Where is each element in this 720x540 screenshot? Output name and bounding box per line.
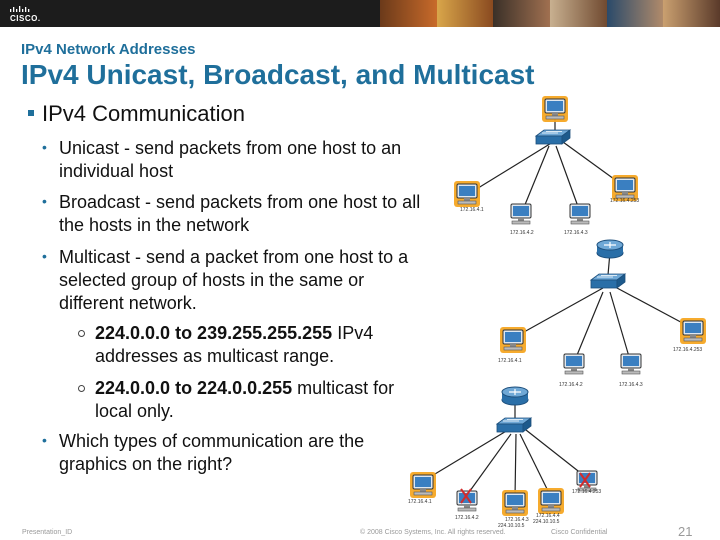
host-highlighted-icon (542, 96, 568, 122)
sub-bullet-bold: 224.0.0.0 to 224.0.0.255 (95, 378, 293, 398)
banner-photo (663, 0, 720, 27)
router-icon (501, 386, 529, 406)
footer-copyright: © 2008 Cisco Systems, Inc. All rights re… (360, 529, 506, 536)
host-pc-icon (569, 203, 591, 225)
host-pc-icon (510, 203, 532, 225)
bullet-line: Unicast - send packets from one host to … (59, 138, 402, 158)
bullet-line: the hosts in the network (59, 215, 250, 235)
page-number: 21 (678, 524, 693, 539)
network-link (424, 400, 588, 499)
logo-text: CISCO. (10, 14, 41, 23)
dot-bullet-icon: • (42, 193, 47, 209)
sub-bullet-bold: 224.0.0.0 to 239.255.255.255 (95, 323, 333, 343)
bullet-line: Which types of communication are the (59, 431, 365, 451)
dot-bullet-icon: • (42, 432, 47, 448)
footer-presentation-id: Presentation_ID (22, 529, 73, 536)
level1-heading: IPv4 Communication (42, 101, 245, 126)
multicast-diagram: 172.16.4.1 172.16.4.2 172.16.4.3 224.10.… (408, 386, 601, 529)
sub-bullet-rest: IPv4 (332, 323, 374, 343)
slide-title: IPv4 Unicast, Broadcast, and Multicast (21, 59, 535, 90)
bullet-line: Broadcast - send packets from one host t… (59, 192, 421, 212)
host-highlighted-icon (500, 327, 526, 353)
ip-label: 172.16.4.3 (619, 382, 643, 388)
ip-label: 172.16.4.253 (610, 198, 639, 204)
banner-photo (493, 0, 551, 27)
ip-label: 224.10.10.5 (533, 519, 560, 525)
network-link (514, 251, 691, 361)
bullet-line: different network. (59, 293, 197, 313)
host-highlighted-icon (454, 181, 480, 207)
host-highlighted-icon (502, 490, 528, 516)
host-highlighted-icon (538, 488, 564, 514)
host-pc-icon (620, 353, 642, 375)
sub-bullet-line: 224.0.0.0 to 239.255.255.255 IPv4 (95, 322, 373, 345)
sub-bullet-line: 224.0.0.0 to 224.0.0.255 multicast for (95, 377, 394, 400)
broadcast-diagram: 172.16.4.1 172.16.4.2 172.16.4.3 172.16.… (498, 239, 706, 388)
ip-label: 224.10.10.5 (498, 523, 525, 529)
sub-bullet-rest: multicast for (292, 378, 395, 398)
switch-icon (535, 129, 571, 145)
bullet-line: selected group of hosts in the same or (59, 270, 365, 290)
bullet-line: Multicast - send a packet from one host … (59, 247, 409, 267)
ip-label: 172.16.4.1 (498, 358, 522, 364)
switch-icon (496, 417, 532, 433)
network-link (469, 113, 626, 213)
host-pc-icon (563, 353, 585, 375)
router-icon (596, 239, 624, 259)
dot-bullet-icon: • (42, 248, 47, 264)
slide-subtitle: IPv4 Network Addresses (21, 41, 196, 58)
dot-bullet-icon: • (42, 139, 47, 155)
host-highlighted-icon (410, 472, 436, 498)
cisco-logo-icon (10, 6, 30, 12)
ip-label: 172.16.4.3 (564, 230, 588, 236)
ip-label: 172.16.4.1 (408, 499, 432, 505)
bullet-line: graphics on the right? (59, 454, 233, 474)
banner-photo (606, 0, 664, 27)
host-highlighted-icon (680, 318, 706, 344)
ip-label: 172.16.4.2 (510, 230, 534, 236)
ip-label: 172.16.4.4 (536, 513, 560, 519)
circle-bullet-icon (78, 385, 85, 392)
banner-photo (380, 0, 437, 27)
square-bullet-icon (28, 110, 34, 116)
banner-photo (550, 0, 607, 27)
ip-label: 172.16.4.253 (572, 489, 601, 495)
sub-bullet-line: local only. (95, 401, 174, 421)
sub-bullet-line: addresses as multicast range. (95, 346, 335, 366)
circle-bullet-icon (78, 330, 85, 337)
x-mark-icon (460, 488, 472, 504)
ip-label: 172.16.4.253 (673, 347, 702, 353)
ip-label: 172.16.4.1 (460, 207, 484, 213)
top-banner: CISCO. (0, 0, 720, 27)
x-mark-icon (579, 472, 591, 488)
banner-photos (380, 0, 720, 27)
switch-icon (590, 273, 626, 289)
unicast-diagram: 172.16.4.1 172.16.4.2 172.16.4.3 172.16.… (454, 96, 639, 236)
footer-confidential: Cisco Confidential (551, 529, 608, 536)
ip-label: 172.16.4.3 (505, 517, 529, 523)
bullet-line: individual host (59, 161, 174, 181)
ip-label: 172.16.4.2 (455, 515, 479, 521)
ip-label: 172.16.4.2 (559, 382, 583, 388)
banner-photo (436, 0, 494, 27)
